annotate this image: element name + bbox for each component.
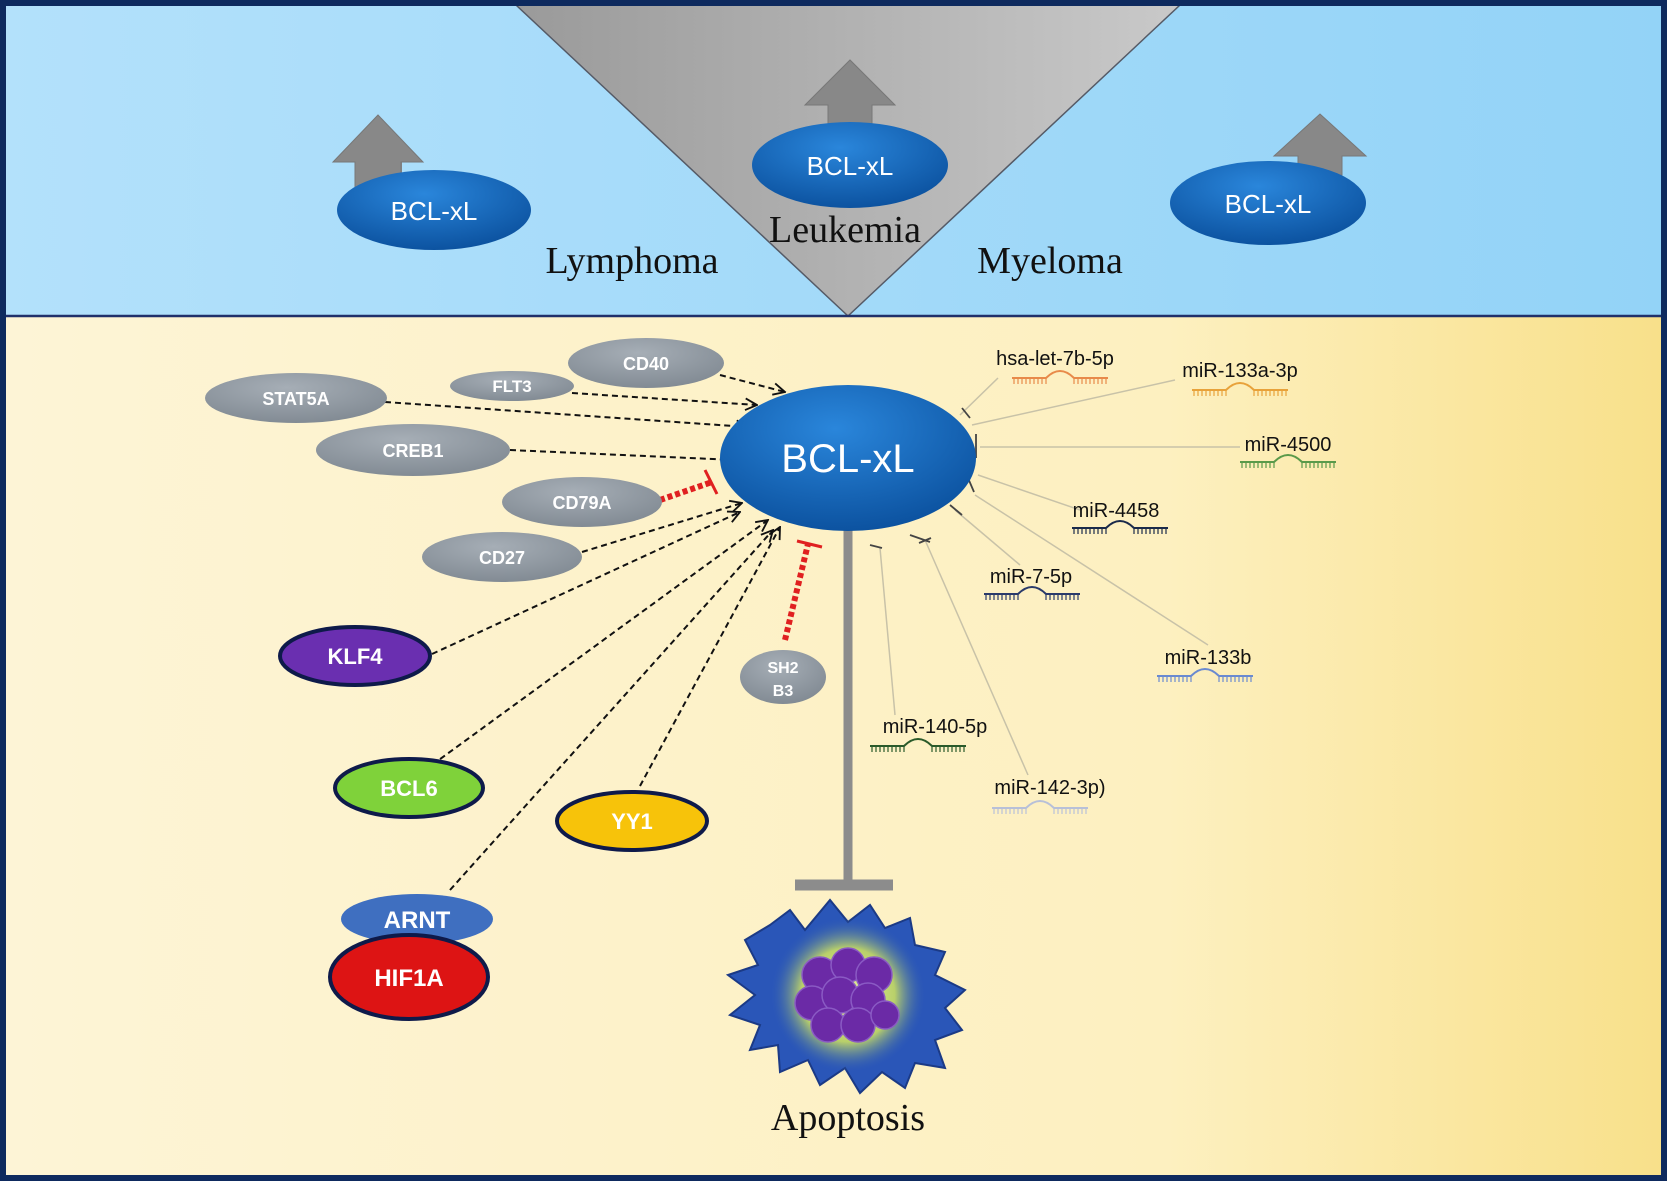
lymphoma-label: Lymphoma (545, 240, 718, 282)
mirna-hairpin-icon (984, 586, 1080, 600)
edge-mir75p (954, 509, 1021, 566)
node-cd79a (502, 477, 662, 527)
inhibition-edges (659, 469, 823, 641)
mirna-label: miR-4500 (1245, 434, 1332, 456)
node-stat5a (205, 373, 387, 423)
lymphoma-group: BCL-xL Lymphoma (331, 114, 719, 282)
node-yy1-label: YY1 (611, 809, 653, 834)
mirna-hairpin-icon (1012, 370, 1108, 384)
mirna-label: miR-4458 (1073, 500, 1160, 522)
edge-sh2b3 (782, 543, 811, 641)
mirna-label: hsa-let-7b-5p (996, 348, 1114, 370)
myeloma-group: BCL-xL Myeloma (977, 113, 1368, 282)
leukemia-group: BCL-xL Leukemia (752, 59, 948, 251)
tf-nodes: KLF4 BCL6 YY1 ARNT HIF1A (278, 625, 709, 1021)
mirna-hairpin-icon (1072, 520, 1168, 534)
edge-creb1 (509, 449, 735, 460)
up-arrow-icon (1272, 113, 1368, 176)
mirna-hairpin-icon (1192, 382, 1288, 396)
edge-flt3 (571, 392, 757, 405)
mirna-hairpin-icon (870, 738, 966, 752)
leukemia-label: Leukemia (769, 209, 921, 251)
edge-klf4 (431, 512, 740, 655)
nucleus-fragments (794, 947, 900, 1043)
edge-mir4458 (977, 474, 1081, 511)
regulator-nodes: CD40 FLT3 STAT5A CREB1 CD79A CD27 SH2 B3 (205, 338, 826, 704)
mirna-label: miR-7-5p (990, 566, 1072, 588)
node-flt3 (450, 371, 574, 401)
apoptotic-cell-icon (725, 898, 967, 1095)
mirna-hairpin-icon (992, 800, 1088, 814)
mirna-label: miR-133a-3p (1182, 360, 1298, 382)
node-cd27 (422, 532, 582, 582)
edge-stat5a (384, 401, 748, 427)
node-creb1 (316, 424, 510, 476)
node-stat5a-label: STAT5A (262, 389, 329, 409)
mirna-edges (879, 377, 1240, 776)
mirna-inhibition-bars (869, 407, 977, 549)
node-arnt-label: ARNT (384, 907, 451, 934)
node-hif1a-label: HIF1A (374, 965, 443, 992)
edge-arnt (449, 530, 773, 891)
node-sh2b3-label-line2: B3 (773, 683, 794, 700)
apoptosis-label: Apoptosis (771, 1097, 925, 1139)
inhibition-bar (796, 539, 823, 549)
edge-mir140 (879, 547, 896, 716)
mirna-label: miR-140-5p (883, 716, 987, 738)
bclxl-node-lymphoma (337, 170, 531, 250)
node-sh2b3-label-line1: SH2 (767, 660, 798, 677)
mirna-hairpin-icon (1157, 668, 1253, 682)
node-cd40-label: CD40 (623, 354, 669, 374)
up-arrow-icon (803, 59, 897, 126)
node-flt3-label: FLT3 (492, 377, 531, 396)
node-creb1-label: CREB1 (382, 441, 443, 461)
node-klf4-label: KLF4 (328, 644, 384, 669)
node-yy1 (555, 790, 709, 852)
node-hif1a (328, 933, 490, 1021)
node-bcl6-label: BCL6 (380, 776, 437, 801)
bclxl-node-leukemia (752, 122, 948, 208)
inhibition-bar (703, 469, 719, 495)
edge-cd27 (581, 503, 742, 553)
bclxl-node-myeloma (1170, 161, 1366, 245)
node-cd27-label: CD27 (479, 548, 525, 568)
node-cd79a-label: CD79A (552, 493, 611, 513)
mirna-label: miR-142-3p) (994, 777, 1105, 799)
bclxl-node-myeloma-label: BCL-xL (1225, 189, 1312, 219)
edge-cd79a (659, 479, 713, 503)
edge-mir133a (971, 379, 1176, 426)
activation-edges (384, 374, 785, 891)
mirna-label: miR-133b (1165, 647, 1252, 669)
edge-cd40 (719, 374, 785, 392)
edge-mir133b (974, 494, 1209, 646)
node-bcl6 (333, 757, 485, 819)
bclxl-node-leukemia-label: BCL-xL (807, 151, 894, 181)
edge-mir142 (924, 539, 1029, 776)
bclxl-central-node (720, 385, 976, 531)
node-sh2b3 (740, 650, 826, 704)
edge-let7b (959, 377, 999, 416)
node-arnt (341, 894, 493, 944)
node-cd40 (568, 338, 724, 388)
bclxl-central-label: BCL-xL (781, 437, 914, 481)
node-klf4 (278, 625, 432, 687)
edge-yy1 (639, 527, 780, 787)
mirna-hairpin-icon (1240, 454, 1336, 468)
mirna-nodes: hsa-let-7b-5p miR-133a-3p miR-4500 miR-4… (870, 348, 1336, 814)
myeloma-label: Myeloma (977, 240, 1123, 282)
bclxl-node-lymphoma-label: BCL-xL (391, 196, 478, 226)
